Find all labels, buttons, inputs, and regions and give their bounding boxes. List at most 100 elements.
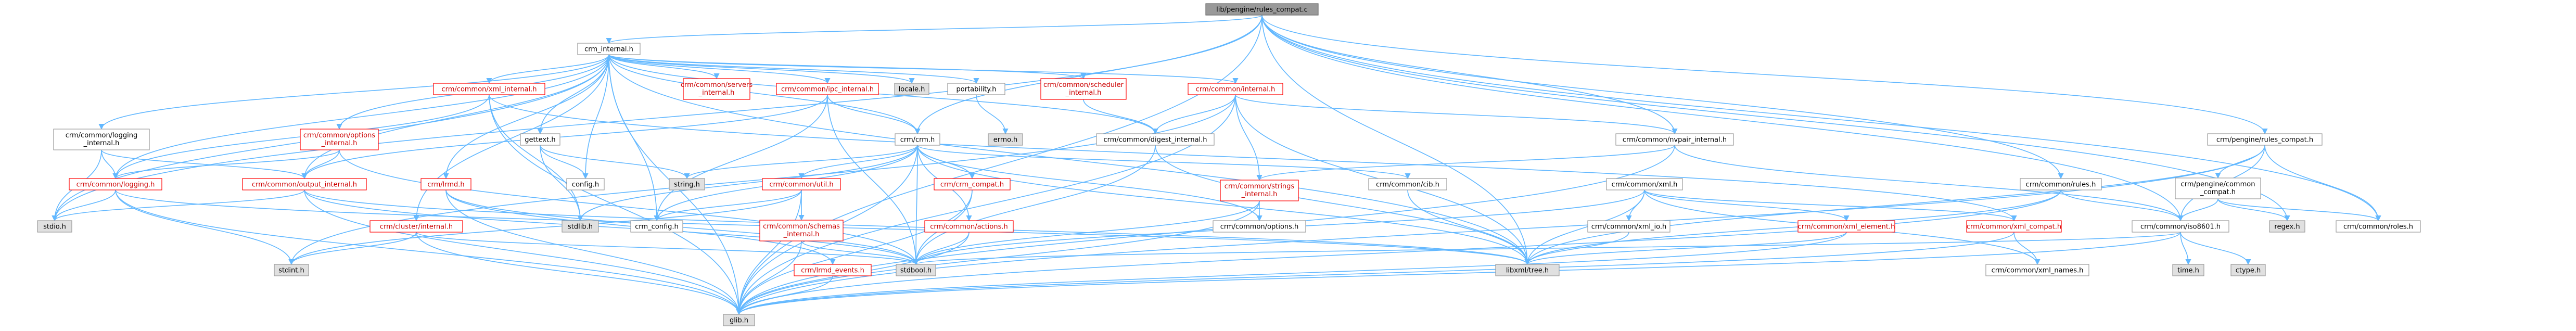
node-iso8601[interactable]: crm/common/iso8601.h <box>2132 220 2229 233</box>
node-label: gettext.h <box>525 136 555 144</box>
node-box <box>369 220 463 233</box>
edge-crm-xml-internal-to-glib <box>489 94 742 315</box>
node-crm-config[interactable]: crm_config.h <box>630 220 683 233</box>
node-cluster-internal[interactable]: crm/cluster/internal.h <box>369 220 463 233</box>
node-xml-io[interactable]: crm/common/xml_io.h <box>1587 220 1670 233</box>
node-box <box>300 129 379 150</box>
node-xml-compat[interactable]: crm/common/xml_compat.h <box>1966 220 2062 233</box>
node-label: crm/crm.h <box>900 136 935 144</box>
node-util-h[interactable]: crm/common/util.h <box>762 178 841 190</box>
edge-crm-internal-to-cluster-internal <box>413 54 609 222</box>
node-crm-common-internal[interactable]: crm/common/internal.h <box>1188 83 1283 95</box>
node-common-rules[interactable]: crm/common/rules.h <box>2020 178 2102 190</box>
node-rules-compat-h[interactable]: crm/pengine/rules_compat.h <box>2207 133 2323 146</box>
node-lrmd-events[interactable]: crm/lrmd_events.h <box>794 264 872 276</box>
node-crm-scheduler-internal[interactable]: crm/common/scheduler_internal.h <box>1040 78 1127 100</box>
edge-pengine-common-compat-to-regex <box>2217 198 2290 222</box>
edge-rules-compat-h-to-libxml-tree <box>1524 145 2265 265</box>
edge-schemas-internal-to-stdbool <box>801 240 919 265</box>
node-label: crm_config.h <box>635 223 679 231</box>
edge-root-to-nvpair-internal <box>1261 15 1678 135</box>
node-box <box>1985 264 2089 276</box>
node-root[interactable]: lib/pengine/rules_compat.c <box>1205 3 1319 16</box>
edge-xml-element-to-libxml-tree <box>1524 232 1847 265</box>
node-gettext[interactable]: gettext.h <box>520 133 560 146</box>
node-label: crm/common/output_internal.h <box>252 181 357 189</box>
edge-crm-h-to-string-h <box>684 145 918 180</box>
node-label: crm/common/scheduler_internal.h <box>1043 81 1124 97</box>
node-crm-logging-internal[interactable]: crm/common/logging_internal.h <box>53 129 150 150</box>
node-crm-ipc-internal[interactable]: crm/common/ipc_internal.h <box>776 83 879 95</box>
node-box <box>1966 220 2062 233</box>
edge-root-to-crm-h <box>914 15 1263 135</box>
edge-lrmd-events-to-glib <box>736 275 833 315</box>
node-crm-h[interactable]: crm/crm.h <box>895 133 940 146</box>
edge-crm-internal-to-digest-internal <box>608 54 1158 135</box>
node-regex: regex.h <box>2269 220 2305 233</box>
edge-root-to-glib <box>736 15 1263 315</box>
node-digest-internal[interactable]: crm/common/digest_internal.h <box>1096 133 1215 146</box>
edge-crm-h-to-util-h <box>798 145 918 180</box>
node-box <box>2336 220 2421 233</box>
node-label: time.h <box>2177 267 2199 275</box>
node-crm-servers-internal[interactable]: crm/common/servers_internal.h <box>681 78 753 100</box>
edge-output-internal-to-stdbool <box>304 189 919 265</box>
node-label: crm/common/actions.h <box>930 223 1008 231</box>
node-crm-options-internal[interactable]: crm/common/options_internal.h <box>300 129 379 150</box>
node-crm-logging[interactable]: crm/common/logging.h <box>69 178 162 190</box>
node-label: libxml/tree.h <box>1506 267 1549 275</box>
edge-crm-options-internal-to-crm-logging <box>112 149 340 180</box>
node-config-h[interactable]: config.h <box>566 178 605 190</box>
edge-crm-internal-to-output-internal <box>301 54 609 180</box>
node-layer: lib/pengine/rules_compat.c crm_internal.h… <box>37 3 2421 326</box>
edge-schemas-internal-to-glib <box>736 240 802 315</box>
node-options-h[interactable]: crm/common/options.h <box>1213 220 1306 233</box>
node-crm-xml-internal[interactable]: crm/common/xml_internal.h <box>433 83 545 95</box>
edge-crm-internal-to-locale <box>608 54 915 84</box>
node-nvpair-internal[interactable]: crm/common/nvpair_internal.h <box>1615 133 1734 146</box>
edge-iso8601-to-time-h <box>2180 232 2191 265</box>
node-string-h: string.h <box>669 178 705 190</box>
edge-xml-compat-to-glib <box>736 232 2014 315</box>
edge-crm-internal-to-crm-common-internal <box>608 54 1239 84</box>
node-stdlib: stdlib.h <box>562 220 599 233</box>
node-strings-internal[interactable]: crm/common/strings_internal.h <box>1220 180 1299 201</box>
node-output-internal[interactable]: crm/common/output_internal.h <box>242 178 367 190</box>
node-box <box>759 220 844 241</box>
node-box <box>2132 220 2229 233</box>
node-xml-h[interactable]: crm/common/xml.h <box>1606 178 1683 190</box>
node-label: crm/cluster/internal.h <box>380 223 453 231</box>
node-pengine-common-compat[interactable]: crm/pengine/common_compat.h <box>2175 177 2261 199</box>
node-box <box>577 43 641 55</box>
edge-pengine-common-compat-to-iso8601 <box>2177 198 2218 222</box>
node-xml-element[interactable]: crm/common/xml_element.h <box>1797 220 1895 233</box>
node-box <box>896 264 936 276</box>
node-stdio: stdio.h <box>37 220 72 233</box>
node-crm-lrmd[interactable]: crm/lrmd.h <box>420 178 471 190</box>
node-portability[interactable]: portability.h <box>947 83 1005 95</box>
edge-gettext-to-config-h <box>540 145 589 180</box>
node-box <box>433 83 545 95</box>
edge-xml-compat-to-xml-names <box>2013 232 2041 265</box>
edge-iso8601-to-glib <box>736 232 2181 315</box>
edge-portability-to-errno <box>976 94 1009 135</box>
node-roles-h[interactable]: crm/common/roles.h <box>2336 220 2421 233</box>
node-label: portability.h <box>956 86 996 94</box>
node-schemas-internal[interactable]: crm/common/schemas_internal.h <box>759 220 844 241</box>
node-actions-h[interactable]: crm/common/actions.h <box>924 220 1014 233</box>
node-xml-names[interactable]: crm/common/xml_names.h <box>1985 264 2089 276</box>
edge-root-to-crm-internal <box>606 15 1263 44</box>
node-cib-h[interactable]: crm/common/cib.h <box>1368 178 1447 190</box>
edge-cib-h-to-libxml-tree <box>1407 189 1531 265</box>
node-box <box>53 129 150 150</box>
node-label: crm/common/xml_compat.h <box>1967 223 2061 231</box>
node-box <box>562 220 599 233</box>
edge-nvpair-internal-to-strings-internal <box>1256 145 1675 181</box>
node-crm-compat[interactable]: crm/crm_compat.h <box>934 178 1011 190</box>
edge-rules-compat-h-to-roles-h <box>2264 145 2381 222</box>
node-crm-internal[interactable]: crm_internal.h <box>577 43 641 55</box>
node-label: regex.h <box>2274 223 2300 231</box>
edge-output-internal-to-glib <box>304 189 742 315</box>
node-box <box>776 83 879 95</box>
